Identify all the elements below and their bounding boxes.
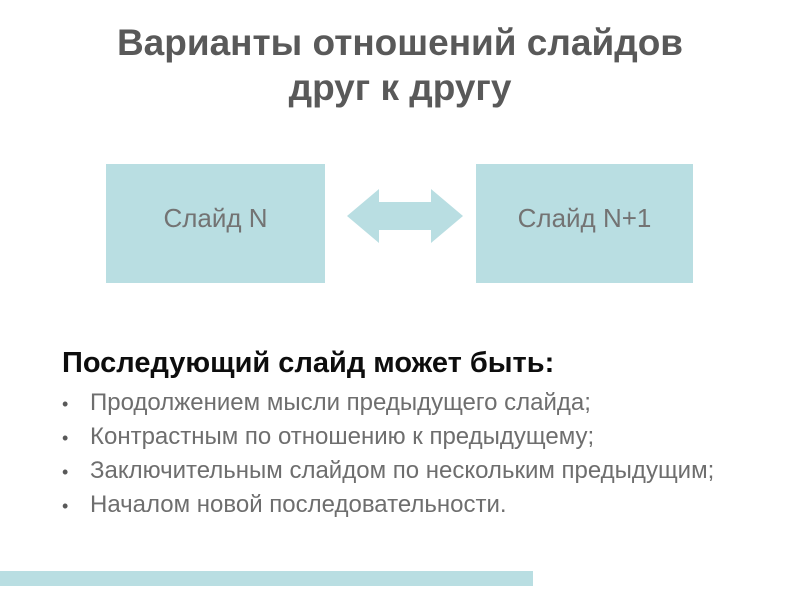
slide-n-plus-1-box: Слайд N+1 xyxy=(476,164,693,283)
bullet-dot: • xyxy=(62,496,69,516)
bullet-list: • Продолжением мысли предыдущего слайда;… xyxy=(62,389,714,525)
bullet-text: Заключительным слайдом по нескольким пре… xyxy=(90,457,715,484)
slide-title-line2: друг к другу xyxy=(288,67,512,108)
list-item: • Заключительным слайдом по нескольким п… xyxy=(62,457,714,491)
double-arrow-icon xyxy=(347,187,463,245)
list-item: • Началом новой последовательности. xyxy=(62,491,714,525)
slide-n-box-label: Слайд N xyxy=(163,203,268,233)
bullet-text: Началом новой последовательности. xyxy=(90,491,507,518)
slide-title: Варианты отношений слайдов друг к другу xyxy=(0,20,800,110)
list-item: • Контрастным по отношению к предыдущему… xyxy=(62,423,714,457)
bullet-text: Продолжением мысли предыдущего слайда; xyxy=(90,389,591,416)
bullet-dot: • xyxy=(62,462,69,482)
list-item: • Продолжением мысли предыдущего слайда; xyxy=(62,389,714,423)
slide-n-box: Слайд N xyxy=(106,164,325,283)
slide-n-plus-1-box-label: Слайд N+1 xyxy=(517,203,652,233)
bullet-dot: • xyxy=(62,394,69,414)
bullet-text: Контрастным по отношению к предыдущему; xyxy=(90,423,595,450)
bullet-dot: • xyxy=(62,428,69,448)
slide-title-line1: Варианты отношений слайдов xyxy=(116,22,684,63)
footer-accent-bar xyxy=(0,571,533,586)
body-heading: Последующий слайд может быть: xyxy=(62,347,555,379)
